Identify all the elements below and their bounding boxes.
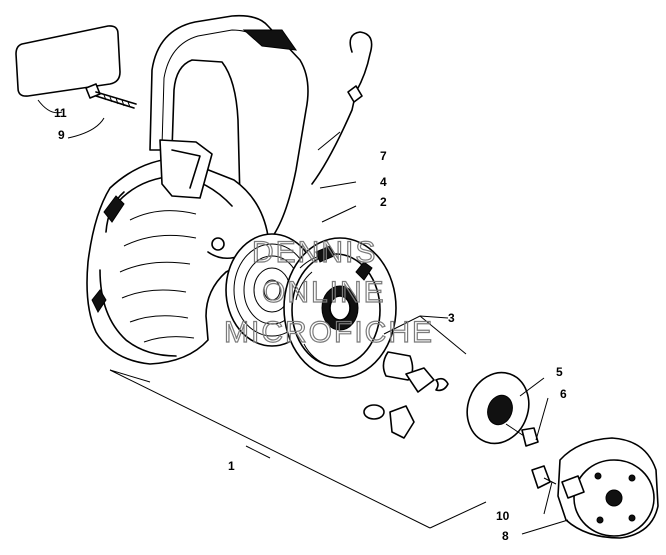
- recoil-housing-part: [86, 14, 309, 365]
- starter-rope-part: [311, 31, 373, 185]
- callout-3: 3: [448, 311, 455, 325]
- callout-6: 6: [560, 387, 567, 401]
- callout-4: 4: [380, 175, 387, 189]
- leader-lines: [37, 99, 569, 535]
- rope-reel-part: [283, 237, 397, 379]
- callout-7: 7: [380, 149, 387, 163]
- watermark-line-2: ONLINE: [262, 276, 386, 309]
- callout-8: 8: [502, 529, 509, 543]
- callout-2: 2: [380, 195, 387, 209]
- callout-11: 11: [54, 106, 67, 120]
- pulley-bolt-part: [531, 465, 557, 489]
- callout-9: 9: [58, 128, 65, 142]
- decal-part: [15, 25, 121, 97]
- callout-10: 10: [496, 509, 510, 523]
- watermark-line-3: MICROFICHE: [224, 316, 434, 349]
- callout-5: 5: [556, 365, 563, 379]
- bolt-part: [85, 83, 137, 109]
- starter-pulley-part: [557, 437, 659, 539]
- screw-part: [505, 423, 539, 447]
- watermark-line-1: DENNIS: [252, 236, 377, 269]
- callout-1: 1: [228, 459, 235, 473]
- pawl-kit-part: [363, 351, 449, 439]
- watermark: DENNIS ONLINE MICROFICHE: [223, 235, 434, 349]
- callout-labels: 11 9 7 4 2 3 5 6 1 10 8: [54, 106, 567, 543]
- friction-plate-part: [466, 371, 530, 445]
